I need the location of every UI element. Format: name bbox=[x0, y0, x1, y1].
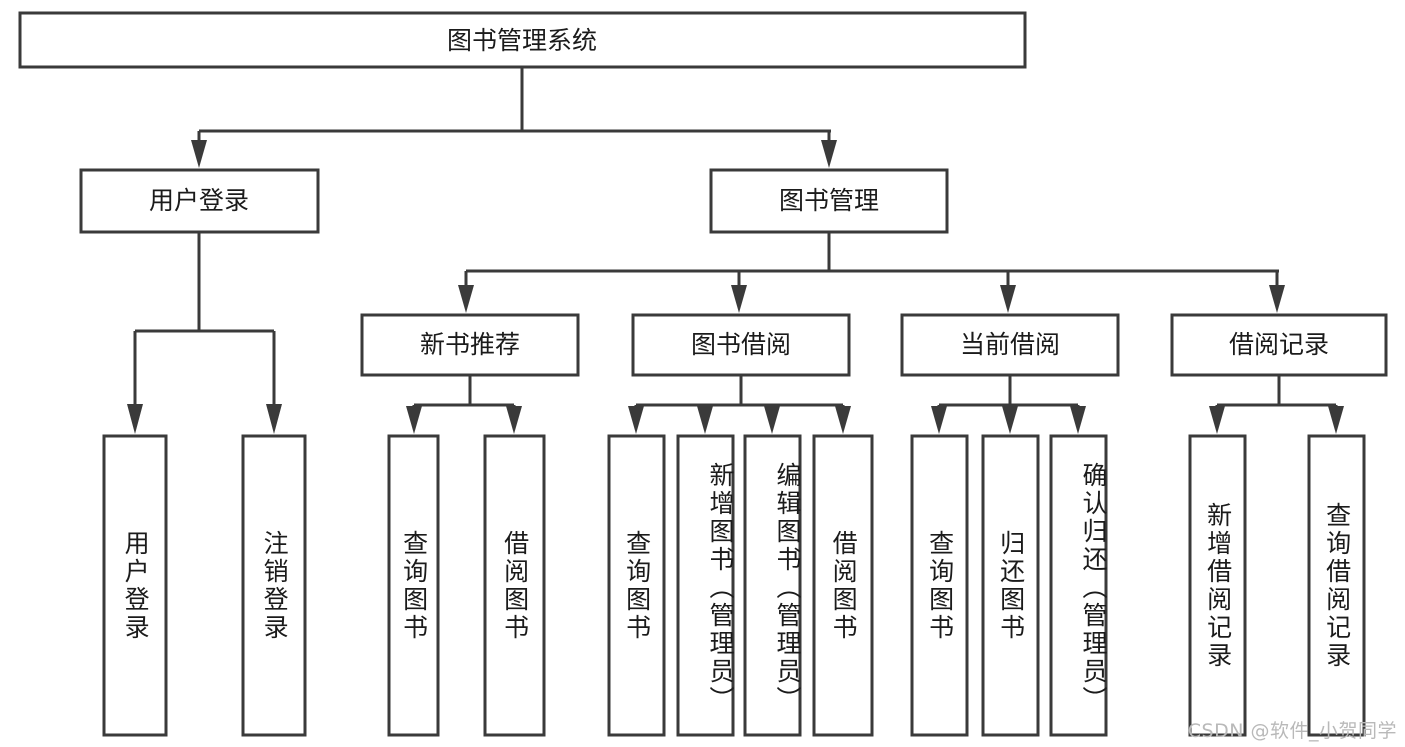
node-root-label: 图书管理系统 bbox=[447, 26, 597, 55]
node-root[interactable]: 图书管理系统 bbox=[18, 11, 1027, 69]
arrow-head-leaf-query-book-1 bbox=[406, 406, 422, 434]
leaf-box-query-book-3[interactable] bbox=[910, 434, 969, 737]
leaf-box-query-book-2[interactable] bbox=[607, 434, 666, 737]
arrow-head-leaf-user-login bbox=[127, 404, 143, 434]
watermark-text: CSDN @软件_小贺同学 bbox=[1187, 720, 1397, 742]
arrow-head-leaf-query-record bbox=[1328, 406, 1344, 434]
leaf-box-confirm-return[interactable] bbox=[1049, 434, 1108, 737]
node-new-book-recommend-box[interactable] bbox=[360, 313, 580, 377]
node-current-borrow-label: 当前借阅 bbox=[960, 330, 1060, 359]
node-user-login-label: 用户登录 bbox=[149, 186, 249, 215]
node-user-login[interactable]: 用户登录 bbox=[79, 168, 320, 234]
node-book-management-label: 图书管理 bbox=[779, 186, 879, 215]
arrow-head-leaf-borrow-book-1 bbox=[506, 406, 522, 434]
leaf-box-query-book-1[interactable] bbox=[387, 434, 440, 737]
arrow-head-leaf-edit-book bbox=[764, 406, 780, 434]
node-book-borrow-box[interactable] bbox=[631, 313, 851, 377]
arrow-head-borrow-record bbox=[1269, 285, 1285, 313]
leaf-box-user-login[interactable] bbox=[102, 434, 168, 737]
leaf-box-add-record[interactable] bbox=[1188, 434, 1247, 737]
arrow-head-user-login bbox=[191, 140, 207, 168]
node-current-borrow[interactable]: 当前借阅 bbox=[900, 313, 1120, 377]
node-root-box[interactable] bbox=[18, 11, 1027, 69]
node-borrow-record-label: 借阅记录 bbox=[1229, 330, 1329, 359]
node-book-management[interactable]: 图书管理 bbox=[709, 168, 949, 234]
leaf-boxes bbox=[102, 434, 1366, 737]
node-new-book-recommend[interactable]: 新书推荐 bbox=[360, 313, 580, 377]
node-book-borrow[interactable]: 图书借阅 bbox=[631, 313, 851, 377]
leaf-box-borrow-book-1[interactable] bbox=[483, 434, 546, 737]
node-new-book-recommend-label: 新书推荐 bbox=[420, 330, 520, 359]
arrow-head-leaf-query-book-3 bbox=[931, 406, 947, 434]
node-current-borrow-box[interactable] bbox=[900, 313, 1120, 377]
node-user-login-box[interactable] bbox=[79, 168, 320, 234]
arrow-head-new-book-rec bbox=[458, 285, 474, 313]
arrow-head-book-borrow bbox=[731, 285, 747, 313]
arrow-head-leaf-borrow-book-2 bbox=[835, 406, 851, 434]
arrow-head-leaf-logout bbox=[266, 404, 282, 434]
arrow-head-current-borrow bbox=[1000, 285, 1016, 313]
node-borrow-record[interactable]: 借阅记录 bbox=[1170, 313, 1388, 377]
arrow-head-leaf-add-record bbox=[1209, 406, 1225, 434]
leaf-box-edit-book[interactable] bbox=[743, 434, 802, 737]
node-book-management-box[interactable] bbox=[709, 168, 949, 234]
arrow-head-leaf-query-book-2 bbox=[628, 406, 644, 434]
arrow-head-leaf-add-book bbox=[697, 406, 713, 434]
arrow-head-leaf-return-book bbox=[1002, 406, 1018, 434]
connectors bbox=[127, 67, 1344, 434]
node-book-borrow-label: 图书借阅 bbox=[691, 330, 791, 359]
arrow-head-book-mgmt bbox=[821, 140, 837, 168]
leaf-box-query-record[interactable] bbox=[1307, 434, 1366, 737]
arrow-head-leaf-confirm-return bbox=[1070, 406, 1086, 434]
node-borrow-record-box[interactable] bbox=[1170, 313, 1388, 377]
leaf-box-return-book[interactable] bbox=[981, 434, 1040, 737]
leaf-box-add-book[interactable] bbox=[676, 434, 735, 737]
leaf-box-logout[interactable] bbox=[241, 434, 307, 737]
leaf-box-borrow-book-2[interactable] bbox=[812, 434, 874, 737]
